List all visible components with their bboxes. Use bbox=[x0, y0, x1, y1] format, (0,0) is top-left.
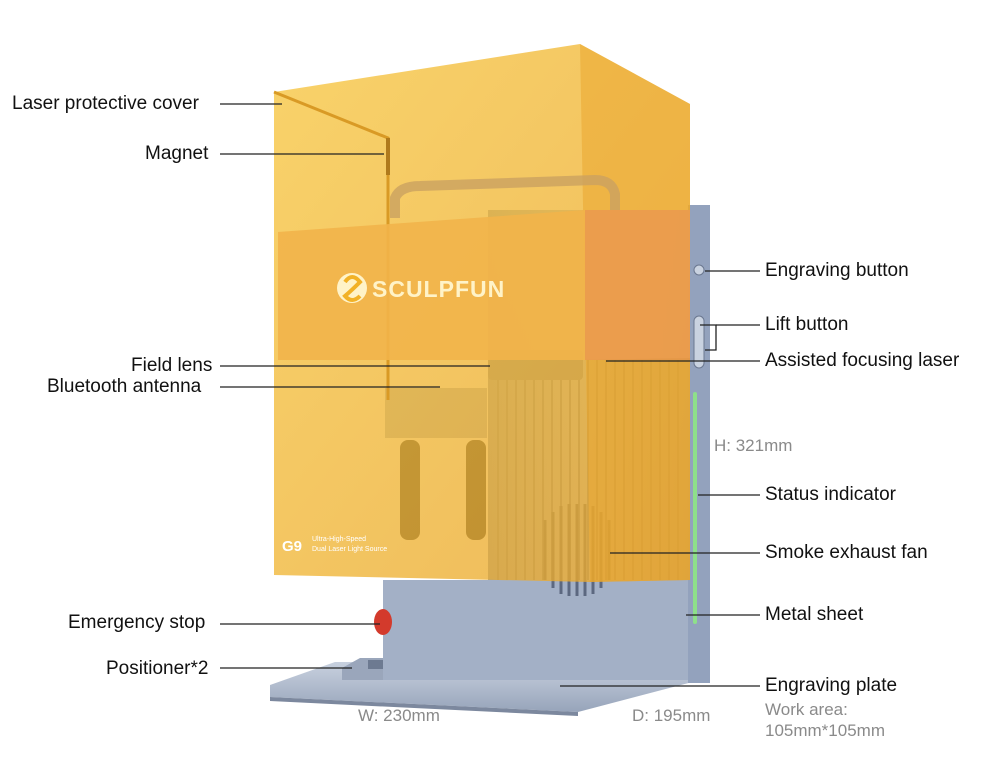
label-laser-protective-cover: Laser protective cover bbox=[12, 93, 199, 114]
label-positioner: Positioner*2 bbox=[106, 658, 209, 679]
laser-head-housing bbox=[278, 174, 690, 360]
callout-leader-lines bbox=[220, 103, 760, 687]
label-engraving-plate: Engraving plate bbox=[765, 675, 898, 696]
label-lift-button: Lift button bbox=[765, 314, 849, 335]
dimension-depth: D: 195mm bbox=[632, 706, 711, 725]
engraving-button-shape bbox=[693, 264, 705, 276]
label-emergency-stop: Emergency stop bbox=[68, 612, 206, 633]
brand-logo-text: SCULPFUN bbox=[372, 276, 506, 302]
dimension-width: W: 230mm bbox=[358, 706, 440, 725]
brand-logo-mark bbox=[337, 273, 367, 303]
base-block bbox=[383, 580, 688, 680]
label-engraving-button: Engraving button bbox=[765, 260, 909, 281]
label-metal-sheet: Metal sheet bbox=[765, 604, 864, 625]
dimension-height: H: 321mm bbox=[714, 436, 793, 455]
model-tagline-2: Dual Laser Light Source bbox=[312, 546, 388, 553]
work-area-label: Work area: bbox=[765, 700, 848, 719]
label-status-indicator: Status indicator bbox=[765, 484, 896, 505]
lift-button-shape bbox=[693, 315, 705, 369]
label-assisted-focusing-laser: Assisted focusing laser bbox=[765, 350, 960, 371]
emergency-stop-button bbox=[374, 609, 392, 635]
label-magnet: Magnet bbox=[145, 143, 209, 164]
model-name: G9 bbox=[282, 538, 303, 555]
model-tagline-1: Ultra-High-Speed bbox=[312, 536, 367, 543]
status-indicator-light bbox=[693, 392, 697, 624]
label-bluetooth-antenna: Bluetooth antenna bbox=[47, 376, 202, 397]
label-smoke-exhaust-fan: Smoke exhaust fan bbox=[765, 542, 928, 563]
work-area-value: 105mm*105mm bbox=[765, 721, 885, 740]
label-field-lens: Field lens bbox=[131, 355, 213, 376]
